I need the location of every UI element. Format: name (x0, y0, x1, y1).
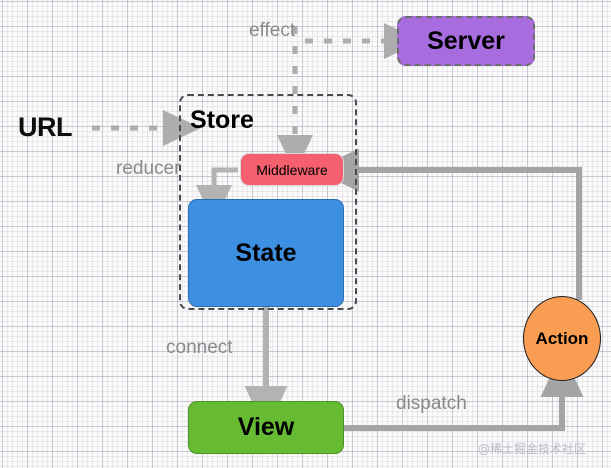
node-view[interactable]: View (188, 401, 344, 454)
node-server[interactable]: Server (397, 16, 535, 66)
edge-reducer-middleware-to-state (195, 167, 238, 223)
node-server-label: Server (427, 26, 505, 55)
edge-action-to-middleware (313, 148, 582, 300)
edge-label-reducer: reducer (116, 158, 181, 179)
node-middleware[interactable]: Middleware (240, 153, 344, 186)
edge-dispatch-view-to-action (344, 351, 584, 431)
watermark: @稀土掘金技术社区 (478, 442, 587, 456)
edge-label-dispatch: dispatch (396, 393, 467, 414)
node-state-label: State (235, 238, 297, 267)
edge-label-effect: effect (249, 20, 296, 41)
node-action-label: Action (535, 328, 589, 348)
node-state[interactable]: State (188, 199, 344, 307)
node-view-label: View (237, 413, 295, 441)
store-group-boundary (179, 94, 357, 310)
store-label: Store (190, 106, 254, 134)
url-label: URL (18, 112, 73, 142)
node-action[interactable]: Action (523, 296, 601, 381)
edge-label-connect: connect (166, 337, 233, 358)
node-middleware-label: Middleware (256, 161, 328, 178)
